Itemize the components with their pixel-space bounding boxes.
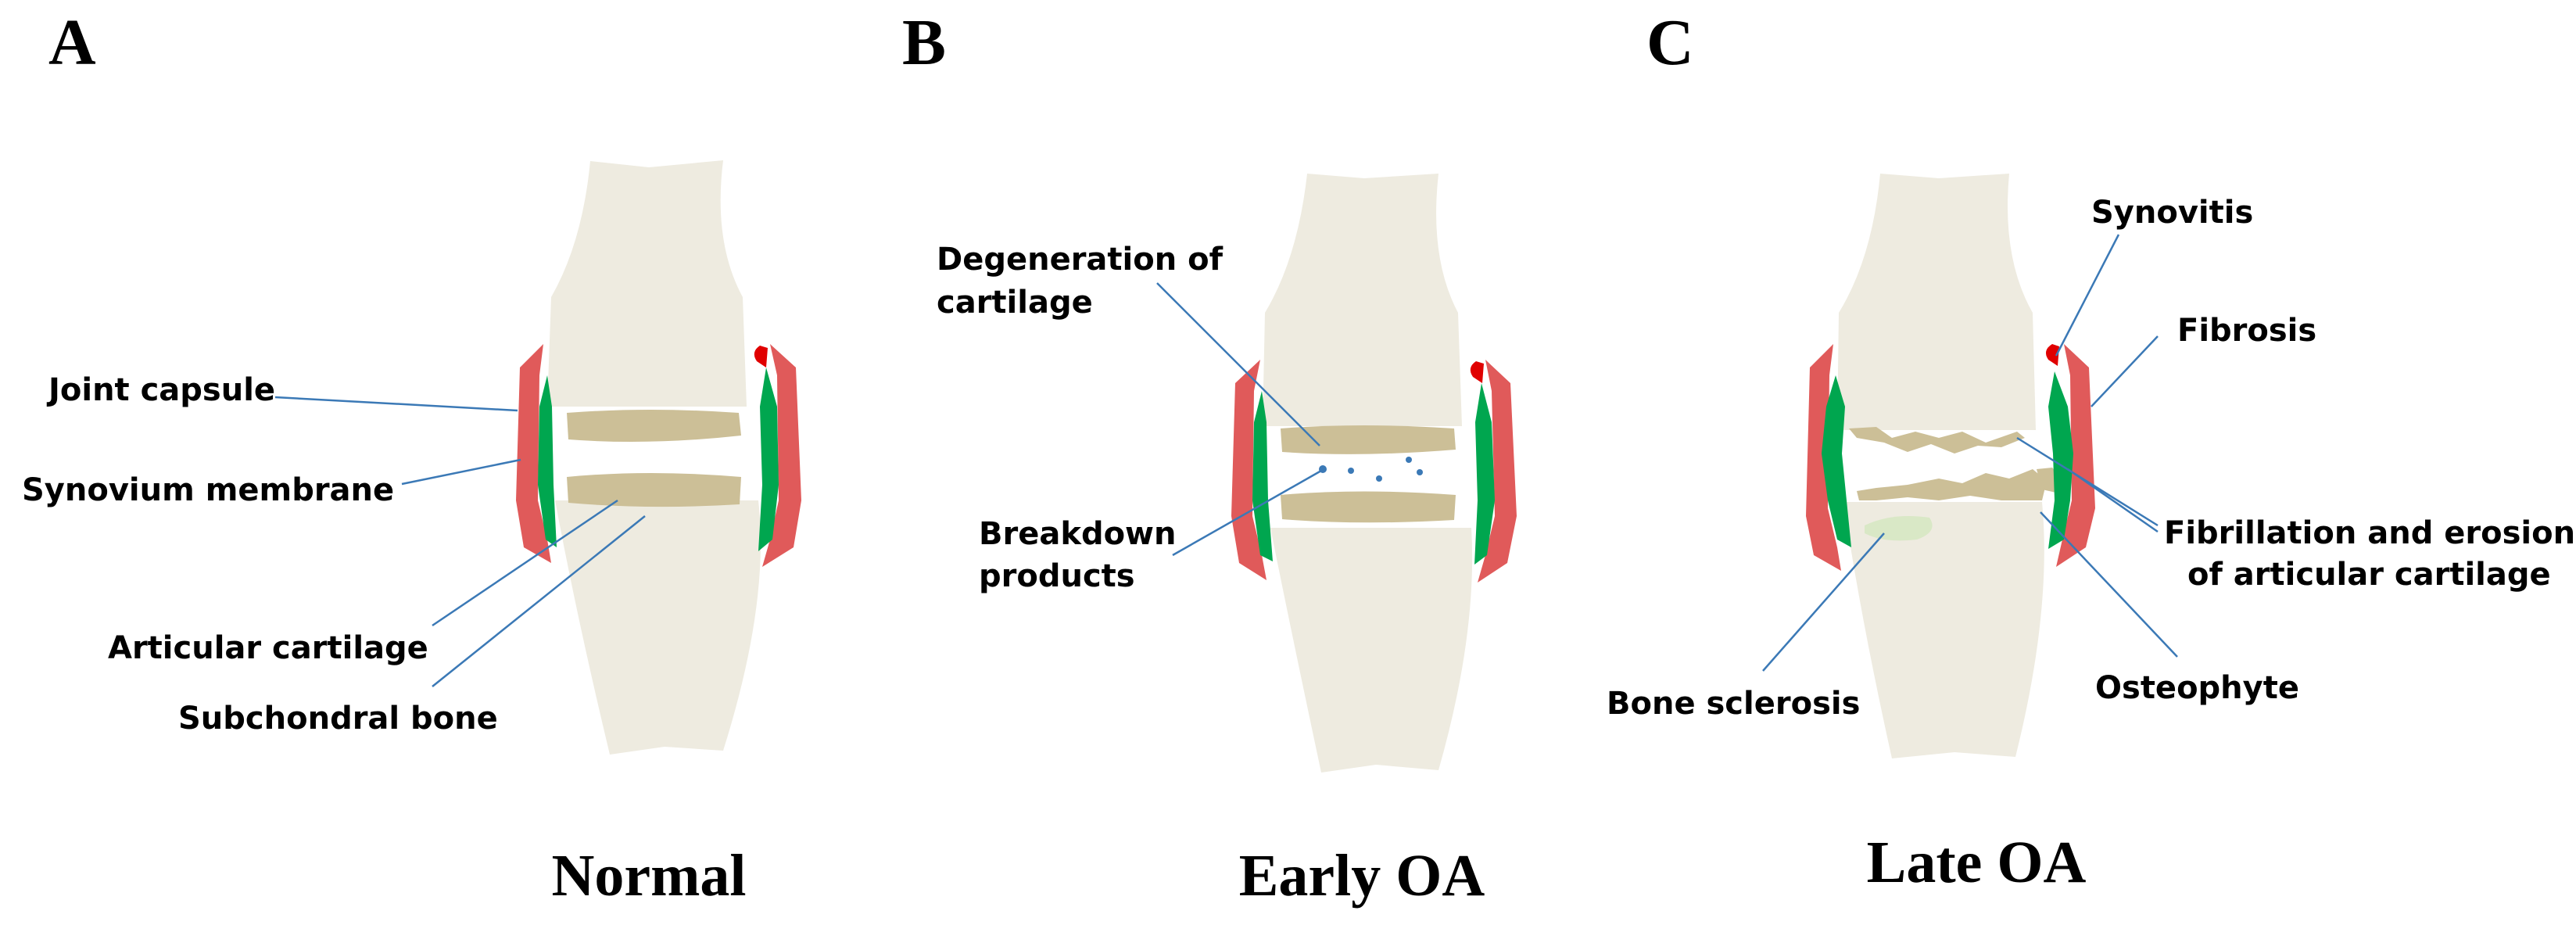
label-synovitis: Synovitis bbox=[2091, 195, 2253, 231]
breakdown-particle bbox=[1348, 468, 1354, 474]
label-breakdown-line2: products bbox=[979, 558, 1135, 594]
upper-bone bbox=[547, 160, 747, 407]
label-breakdown-line1: Breakdown bbox=[979, 516, 1176, 552]
leader-fibrillation-lower bbox=[2067, 468, 2159, 533]
leader-synovium bbox=[401, 458, 521, 486]
articular-cartilage-lower bbox=[1281, 491, 1456, 523]
panel-b: B Degeneration of cartilage Breakdown pr… bbox=[902, 6, 1517, 909]
breakdown-particle bbox=[1406, 457, 1412, 463]
synovial-fold-right bbox=[1470, 361, 1484, 383]
bone-sclerosis-area bbox=[1865, 515, 1933, 541]
synovium-left bbox=[1822, 375, 1851, 547]
breakdown-particle bbox=[1376, 475, 1382, 482]
joint-capsule-left bbox=[516, 344, 551, 563]
label-fibrillation-line2: of articular cartilage bbox=[2187, 557, 2551, 593]
leader-degeneration bbox=[1156, 282, 1320, 446]
upper-bone bbox=[1263, 174, 1462, 426]
lower-bone bbox=[1270, 528, 1473, 773]
leader-subchondral-bone bbox=[432, 515, 646, 687]
label-bone-sclerosis: Bone sclerosis bbox=[1607, 686, 1860, 722]
caption-normal: Normal bbox=[551, 843, 746, 909]
leader-bone-sclerosis bbox=[1762, 532, 1885, 672]
leader-articular-cartilage bbox=[432, 499, 618, 627]
eroded-cartilage-upper bbox=[1849, 427, 2025, 454]
joint-capsule-right bbox=[762, 344, 801, 567]
synovium-right bbox=[2048, 371, 2073, 549]
label-articular-cartilage: Articular cartilage bbox=[108, 630, 428, 666]
label-fibrosis: Fibrosis bbox=[2177, 313, 2316, 349]
synovial-fold-right bbox=[754, 346, 768, 367]
upper-bone bbox=[1837, 174, 2036, 430]
leader-joint-capsule bbox=[274, 396, 518, 412]
label-synovium-membrane: Synovium membrane bbox=[22, 472, 394, 508]
synovitis-fold bbox=[2045, 344, 2059, 366]
leader-synovitis bbox=[2055, 234, 2120, 357]
breakdown-particle bbox=[1417, 469, 1423, 475]
synovium-left bbox=[1252, 391, 1273, 561]
label-degeneration-line1: Degeneration of bbox=[937, 242, 1224, 278]
panel-letter-a: A bbox=[48, 6, 96, 79]
synovium-left bbox=[538, 375, 557, 547]
label-degeneration-line2: cartilage bbox=[937, 285, 1093, 321]
label-fibrillation-line1: Fibrillation and erosion bbox=[2164, 515, 2575, 551]
articular-cartilage-lower bbox=[567, 473, 741, 507]
caption-early-oa: Early OA bbox=[1239, 843, 1485, 909]
panel-letter-c: C bbox=[1646, 6, 1694, 79]
panel-a: A Joint capsule Synovium membrane Articu… bbox=[22, 6, 801, 909]
eroded-cartilage-lower bbox=[1857, 469, 2047, 500]
caption-late-oa: Late OA bbox=[1867, 830, 2087, 895]
label-osteophyte: Osteophyte bbox=[2095, 670, 2299, 706]
articular-cartilage bbox=[567, 410, 741, 443]
leader-fibrosis bbox=[2091, 335, 2159, 407]
joint-capsule-right bbox=[1478, 360, 1517, 583]
articular-cartilage bbox=[1281, 425, 1456, 454]
leader-breakdown bbox=[1172, 469, 1322, 557]
synovium-right bbox=[1474, 383, 1495, 565]
label-subchondral-bone: Subchondral bone bbox=[178, 701, 498, 737]
joint-capsule-left bbox=[1231, 360, 1267, 580]
joint-capsule-right bbox=[2056, 344, 2095, 567]
label-joint-capsule: Joint capsule bbox=[46, 372, 275, 408]
leader-osteophyte bbox=[2040, 511, 2178, 658]
panel-c: C Synovitis Fibrosis Fibrillation and er… bbox=[1607, 6, 2575, 895]
lower-bone bbox=[555, 500, 761, 755]
panel-letter-b: B bbox=[902, 6, 946, 79]
lower-bone bbox=[1843, 502, 2044, 758]
synovium-right bbox=[758, 367, 779, 551]
